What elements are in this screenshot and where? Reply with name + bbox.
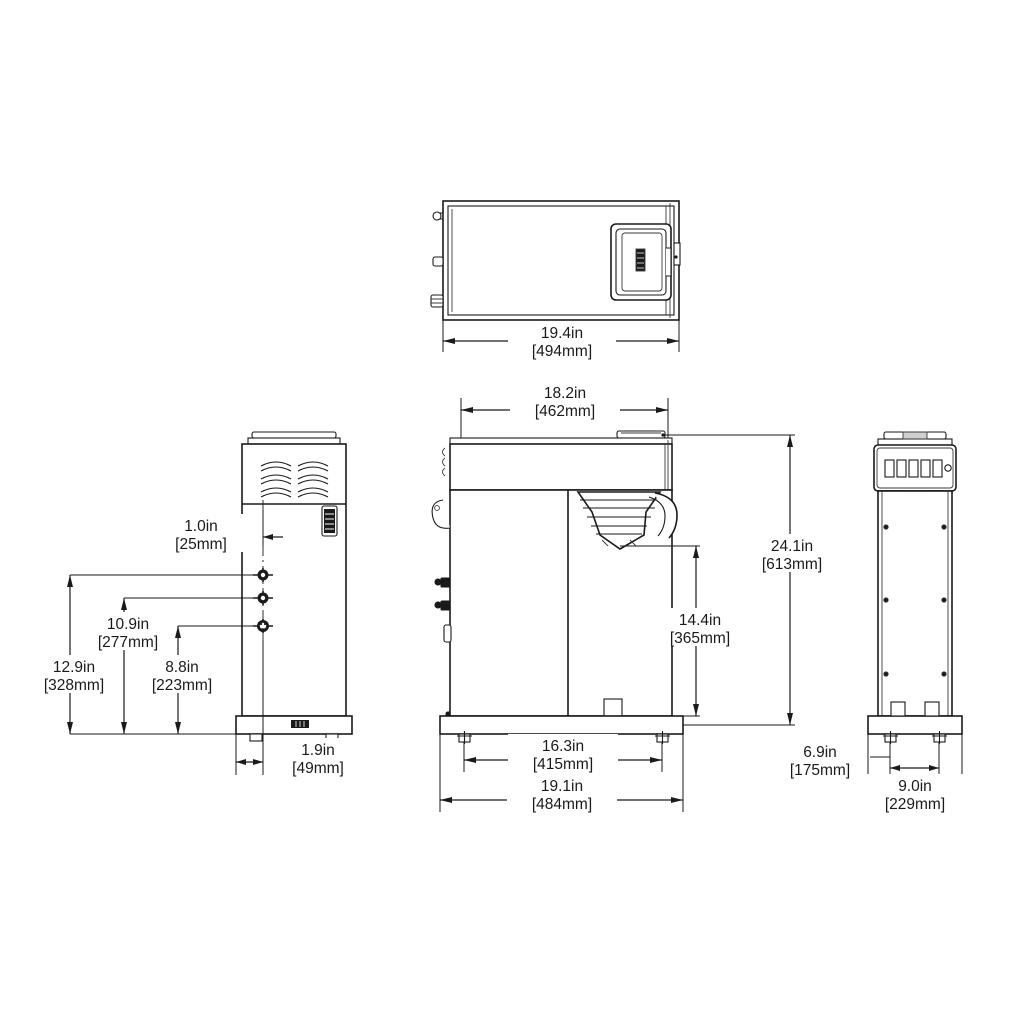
vent-louver-4: [297, 461, 329, 467]
dim-base-depth-mm: [229mm]: [885, 796, 945, 813]
switch-2[interactable]: [896, 459, 907, 478]
left-view-base-label: [291, 720, 309, 728]
switch-5[interactable]: [932, 459, 943, 478]
vent-louver-3: [260, 487, 292, 493]
front-view-base-plate: [439, 715, 684, 735]
front-view-hose-coils: [442, 447, 446, 477]
dim-middle-fitting-mm: [277mm]: [98, 634, 158, 651]
top-view-latch-tab: [666, 247, 672, 277]
top-view-fitting-upper: [432, 211, 442, 221]
left-view-lid-mid: [247, 437, 341, 445]
dimension-middle-fitting-height: 10.9in [277mm]: [78, 597, 258, 735]
top-view-screw: [674, 255, 678, 259]
dim-base-inset-mm: [49mm]: [292, 760, 344, 777]
dimension-foot-spacing: 16.3in [415mm]: [463, 734, 663, 773]
left-view-lid-top: [251, 431, 337, 439]
dim-base-width-inches: 19.1in: [541, 778, 583, 795]
top-view: 19.4in [494mm]: [430, 200, 681, 360]
dimension-top-width: 19.4in [494mm]: [442, 320, 680, 360]
dimension-lower-fitting-height: 8.8in [223mm]: [136, 625, 258, 735]
vent-louver-6: [297, 487, 329, 493]
dim-side-foot-spacing-inches: 6.9in: [803, 744, 837, 761]
front-view-upper-housing: [449, 443, 673, 491]
left-view-cabinet: [241, 443, 347, 717]
dim-side-foot-spacing-mm: [175mm]: [790, 762, 850, 779]
switch-1[interactable]: [884, 459, 895, 478]
dimension-fitting-offset: 1.0in [25mm]: [155, 510, 283, 553]
top-view-fitting-lower: [430, 294, 444, 308]
right-side-view: 6.9in [175mm] 9.0in [229mm]: [770, 431, 970, 813]
dim-funnel-clearance-inches: 14.4in: [679, 612, 721, 629]
dim-upper-fitting-mm: [328mm]: [44, 677, 104, 694]
left-view-foot-left: [249, 733, 263, 742]
left-view-fitting-lower: [253, 619, 273, 633]
switch-4[interactable]: [920, 459, 931, 478]
dimension-upper-fitting-height: 12.9in [328mm]: [28, 574, 258, 735]
left-view-rating-plate: [321, 505, 338, 537]
front-view-brew-funnel: [576, 491, 678, 550]
front-view-top-rail: [449, 437, 673, 445]
dim-foot-spacing-inches: 16.3in: [542, 738, 584, 755]
front-view-lid: [616, 430, 666, 439]
switch-3[interactable]: [908, 459, 919, 478]
dimension-front-cabinet-width: 18.2in [462mm]: [460, 383, 669, 440]
right-view-lid-mid: [877, 438, 953, 446]
front-view: 18.2in [462mm]: [431, 383, 842, 813]
dim-front-width-mm: [462mm]: [535, 403, 595, 420]
dim-base-inset-inches: 1.9in: [301, 742, 335, 759]
dim-upper-fitting-inches: 12.9in: [53, 659, 95, 676]
dim-front-width-inches: 18.2in: [544, 385, 586, 402]
top-view-fitting-middle: [432, 256, 444, 267]
dim-funnel-clearance-mm: [365mm]: [670, 630, 730, 647]
dim-middle-fitting-inches: 10.9in: [107, 616, 149, 633]
front-view-fitting-b: [434, 600, 451, 611]
right-view-lid-handle: [902, 431, 928, 440]
vent-louver-5: [297, 474, 329, 480]
top-view-left-fittings: [430, 211, 444, 308]
dimension-base-width: 19.1in [484mm]: [439, 720, 684, 813]
dim-overall-height-mm: [613mm]: [762, 556, 822, 573]
dim-base-depth-inches: 9.0in: [898, 778, 932, 795]
arrow-right: [667, 338, 679, 344]
right-view-switches[interactable]: [884, 459, 943, 478]
right-view-base-bracket-right: [924, 701, 940, 717]
dim-overall-height-inches: 24.1in: [771, 538, 813, 555]
right-view-base-plate: [867, 715, 963, 735]
right-view-base-bracket-left: [890, 701, 906, 717]
dimension-funnel-clearance: 14.4in [365mm]: [620, 545, 750, 717]
top-view-rating-plate-lines: [637, 252, 644, 269]
top-view-rating-plate: [635, 248, 646, 272]
dim-base-width-mm: [484mm]: [532, 796, 592, 813]
indicator-light: [944, 464, 952, 472]
dimension-base-depth: 9.0in [229mm]: [860, 720, 970, 813]
left-side-view: 1.0in [25mm] 12.9in [328mm] 10.9in [277m…: [28, 431, 364, 777]
arrow-left: [443, 338, 455, 344]
front-view-drip-tray-tab: [603, 698, 623, 717]
front-view-hose-nut: [434, 505, 440, 511]
dim-lower-fitting-inches: 8.8in: [165, 659, 199, 676]
dim-text-bg: [508, 322, 616, 360]
funnel-drip-tips: [601, 539, 637, 547]
vent-louver-2: [260, 474, 292, 480]
dimension-side-foot-spacing: 6.9in [175mm]: [770, 740, 940, 790]
left-view-vent-louvers: [260, 461, 329, 498]
vent-louver-1: [260, 461, 292, 467]
front-view-cord-grommet: [443, 624, 452, 643]
dimension-base-inset: 1.9in [49mm]: [235, 640, 364, 777]
dimension-overall-height: 24.1in [613mm]: [665, 434, 842, 726]
dim-top-width-inches: 19.4in: [541, 325, 583, 342]
dim-fitting-offset-inches: 1.0in: [184, 518, 218, 535]
top-view-side-clip: [673, 242, 681, 266]
dim-fitting-offset-mm: [25mm]: [175, 536, 227, 553]
front-view-side-fittings: [431, 447, 452, 717]
front-view-fitting-a: [434, 577, 451, 588]
right-view-body-panel: [877, 490, 953, 717]
dim-lower-fitting-mm: [223mm]: [152, 677, 212, 694]
front-view-lid-hinge: [661, 433, 665, 437]
dim-foot-spacing-mm: [415mm]: [533, 756, 593, 773]
right-view-panel-screws: [883, 524, 947, 677]
dim-top-width-mm: [494mm]: [532, 343, 592, 360]
funnel-handle-inner: [648, 496, 666, 537]
